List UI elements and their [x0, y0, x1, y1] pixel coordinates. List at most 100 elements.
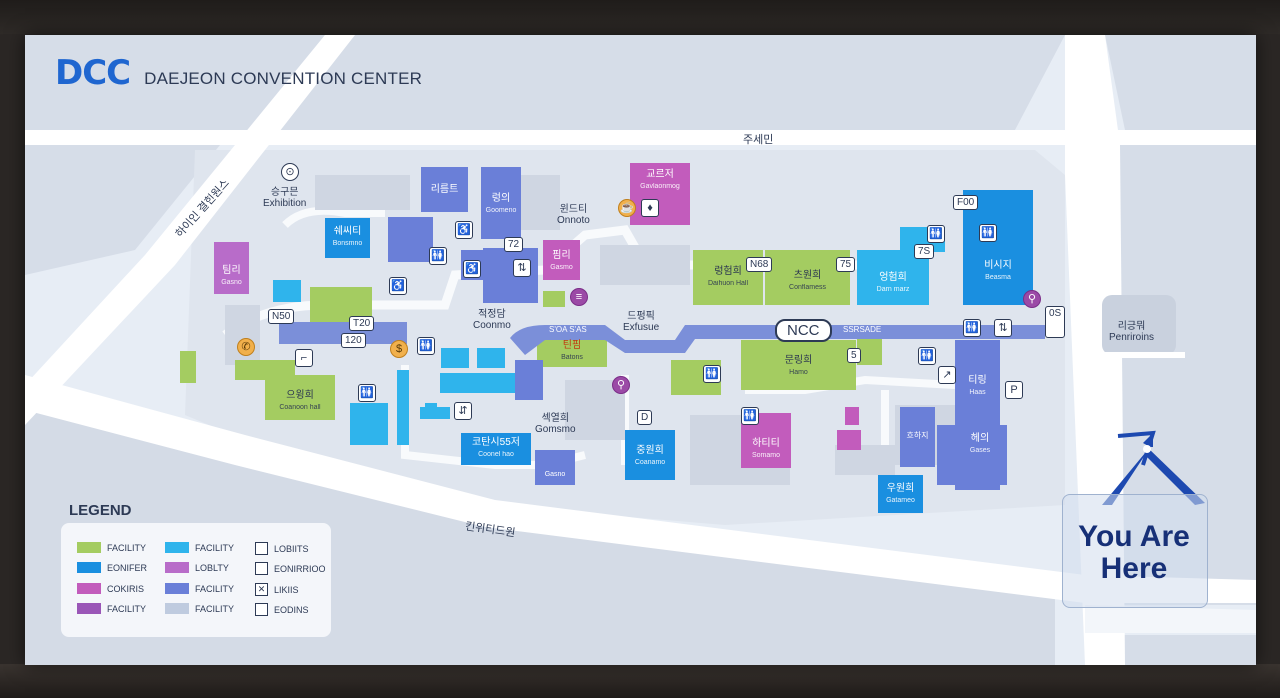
gavlaonmog-hall	[630, 163, 690, 225]
gasno-hall	[535, 450, 575, 485]
stairs-icon[interactable]: ⌐	[295, 349, 313, 367]
legend-item-1: FACILITY	[77, 542, 146, 553]
restaurant-icon[interactable]: ♦	[641, 199, 659, 217]
legend-swatch	[165, 542, 189, 553]
info-icon[interactable]: ⊙	[281, 163, 299, 181]
building-gasno[interactable]: Gasno	[544, 471, 566, 478]
hall-green-c	[741, 340, 856, 390]
legend-swatch	[77, 562, 101, 573]
toilet-icon[interactable]: 🚻	[358, 384, 376, 402]
block-n	[275, 35, 1065, 130]
legend-checkbox	[255, 562, 268, 575]
walkway-label-east: SSRSADE	[843, 325, 882, 334]
tag-72: 72	[504, 237, 524, 252]
toilet-icon[interactable]: ♿	[455, 221, 473, 239]
toilet-icon[interactable]: 🚻	[429, 247, 447, 265]
legend-item-8: FACILITY	[165, 603, 234, 614]
building-b1[interactable]: 리름트	[430, 184, 459, 195]
legend-item-11: ✕LIKIIS	[255, 583, 299, 596]
elevator-icon[interactable]: ⇵	[454, 402, 472, 420]
hall-violet-1	[421, 167, 468, 212]
legend-item-4: FACILITY	[77, 603, 146, 614]
coanamo-hall	[625, 430, 675, 480]
accessible-icon[interactable]: ⚲	[612, 376, 630, 394]
restroom-icon[interactable]: ♿	[389, 277, 407, 295]
legend-item-6: LOBLTY	[165, 562, 229, 573]
legend-checkbox: ✕	[255, 583, 268, 596]
info-icon[interactable]: ≡	[570, 288, 588, 306]
tag-7s: 7S	[914, 244, 935, 259]
header: DCC DAEJEON CONVENTION CENTER	[55, 53, 422, 93]
venue-name: DAEJEON CONVENTION CENTER	[144, 69, 423, 88]
you-are-here-panel	[1062, 494, 1208, 608]
walkway-main	[510, 325, 1045, 355]
atm-icon[interactable]: $	[390, 340, 408, 358]
gatameo-hall	[878, 475, 923, 513]
convention-hall-west	[265, 375, 335, 420]
block-e	[1120, 145, 1256, 605]
toilet-icon[interactable]: 🚻	[927, 225, 945, 243]
legend-title: LEGEND	[69, 502, 132, 519]
street-north-label: 주세민	[743, 134, 774, 146]
toilet-icon[interactable]: 🚻	[979, 224, 997, 242]
legend-swatch	[165, 603, 189, 614]
block-w	[25, 145, 220, 275]
cafe-icon[interactable]: ☕	[618, 199, 636, 217]
toilet-icon[interactable]: 🚻	[741, 407, 759, 425]
east-annex	[1102, 295, 1176, 355]
frame-top	[0, 0, 1280, 34]
block-nw	[25, 35, 325, 130]
legend-swatch	[77, 542, 101, 553]
parking-icon[interactable]: P	[1005, 381, 1023, 399]
tag-120: 120	[341, 333, 366, 348]
building-b24[interactable]: 흐하지	[906, 431, 929, 440]
goomeno-hall	[481, 167, 521, 239]
road-north	[25, 130, 1256, 145]
legend-swatch	[77, 603, 101, 614]
dcc-logo: DCC	[55, 53, 131, 93]
toilet-icon[interactable]: 🚻	[963, 319, 981, 337]
tag-5: 5	[847, 348, 861, 363]
toilet-icon[interactable]: 🚻	[417, 337, 435, 355]
toilet-icon[interactable]: 🚻	[703, 365, 721, 383]
elevator-icon[interactable]: ⇅	[513, 259, 531, 277]
gases-hall	[937, 425, 1007, 485]
elevator-icon[interactable]: ⇅	[994, 319, 1012, 337]
legend-item-2: EONIFER	[77, 562, 147, 573]
tag-n68: N68	[746, 257, 773, 272]
toilet-icon[interactable]: 🚻	[918, 347, 936, 365]
toilet-icon[interactable]: ♿	[463, 260, 481, 278]
ncc-marker[interactable]: NCC	[775, 319, 832, 342]
legend-checkbox	[255, 542, 268, 555]
directory-board: DCC DAEJEON CONVENTION CENTER 주세민 하이인 결힌…	[25, 35, 1256, 665]
accessible-icon[interactable]: ⚲	[1023, 290, 1041, 308]
tag-n50: N50	[268, 309, 295, 324]
restaurant-icon[interactable]: ✆	[237, 338, 255, 356]
escalator-icon[interactable]: ↗	[938, 366, 956, 384]
frame-bottom	[0, 664, 1280, 698]
